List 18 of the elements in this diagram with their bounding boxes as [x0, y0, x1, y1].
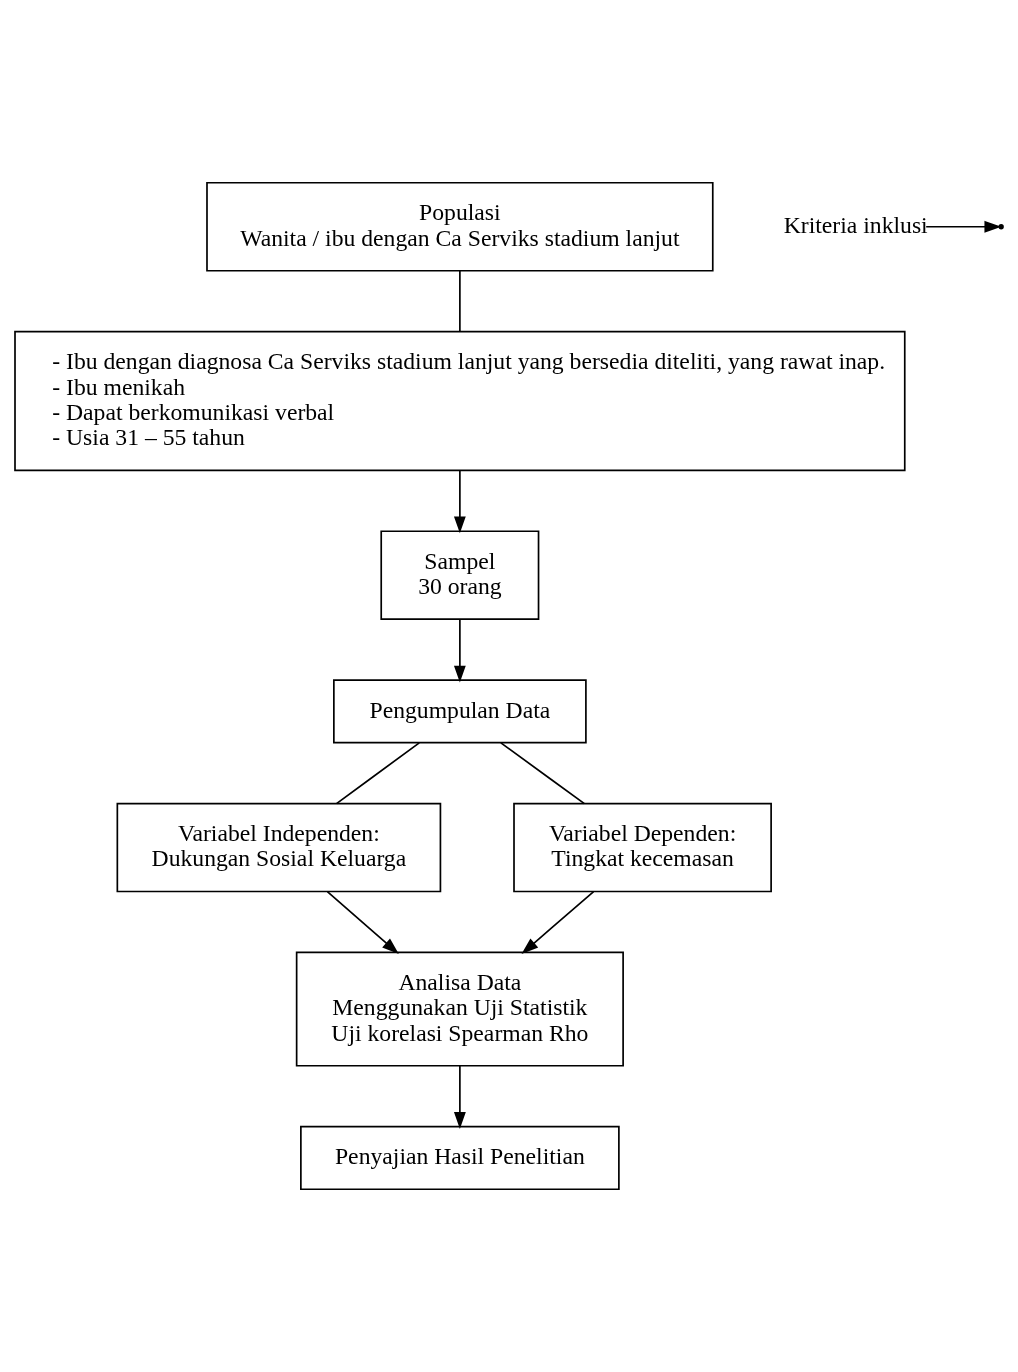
arrow — [453, 1064, 466, 1129]
node-box: Penyajian Hasil Penelitian — [300, 1125, 620, 1191]
node-box: Analisa Data Menggunakan Uji Statistik Uji korelasi Spearman Rho — [295, 951, 624, 1067]
arrow — [326, 890, 399, 955]
node-box: Variabel Independen: Dukungan Sosial Keluarga — [116, 802, 442, 893]
node-box: Variabel Dependen: Tingkat kecemasan — [513, 802, 772, 893]
arrow — [453, 618, 466, 683]
connector — [335, 742, 421, 805]
arrow — [521, 890, 595, 955]
node-text: Kriteria inklusi — [783, 212, 928, 239]
node-box: Pengumpulan Data — [333, 679, 587, 744]
connector — [500, 742, 586, 805]
node-box: Populasi Wanita / ibu dengan Ca Serviks stadium lanjut — [206, 181, 714, 272]
node-box: - Ibu dengan diagnosa Ca Serviks stadium lanjut yang bersedia diteliti, yang rawat inap. - Ibu menikah - Dapat berkomunikasi verbal - Usia 31 – 55 tahun — [14, 330, 906, 472]
arrow — [453, 469, 466, 534]
connector — [459, 270, 461, 333]
node-box: Sampel 30 orang — [380, 530, 540, 621]
arrow — [925, 220, 1002, 233]
